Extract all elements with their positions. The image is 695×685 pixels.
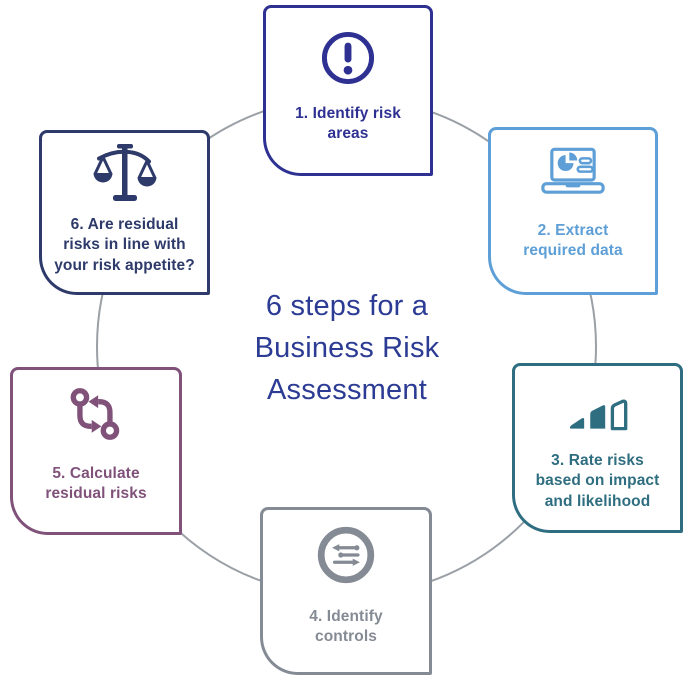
step-label: 5. Calculate residual risks: [45, 465, 147, 503]
step-card-4: 4. Identify controls: [260, 507, 432, 675]
cycle-arrows-icon: [66, 385, 126, 443]
step-card-3: 3. Rate risks based on impact and likeli…: [512, 363, 683, 533]
controls-sliders-icon: [315, 524, 377, 586]
step-card-2: 2. Extract required data: [488, 127, 658, 295]
step-label: 3. Rate risks based on impact and likeli…: [535, 452, 660, 510]
step-label: 1. Identify risk areas: [295, 105, 401, 143]
step-label: 4. Identify controls: [309, 608, 383, 646]
bar-chart-growth-icon: [567, 392, 629, 432]
balance-scale-icon: [91, 142, 159, 204]
diagram-title: 6 steps for a Business Risk Assessment: [254, 290, 440, 406]
alert-circle-icon: [319, 29, 377, 87]
step-label: 6. Are residual risks in line with your …: [54, 216, 195, 274]
laptop-analytics-icon: [539, 143, 607, 198]
step-card-1: 1. Identify risk areas: [263, 5, 433, 176]
step-card-6: 6. Are residual risks in line with your …: [39, 130, 210, 295]
step-card-5: 5. Calculate residual risks: [10, 367, 182, 535]
step-label: 2. Extract required data: [523, 222, 623, 260]
